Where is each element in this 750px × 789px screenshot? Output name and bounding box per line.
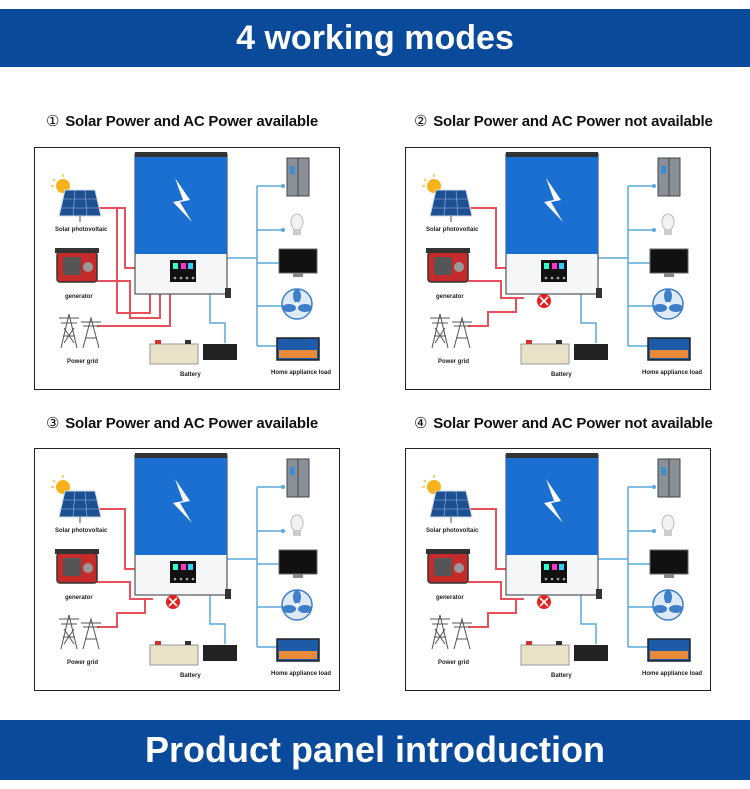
inverter-icon bbox=[134, 453, 231, 599]
generator-icon bbox=[426, 248, 470, 283]
generator-label: generator bbox=[65, 595, 93, 601]
battery-label: Battery bbox=[180, 673, 201, 679]
monitor-icon bbox=[649, 549, 689, 578]
mode-1-diagram: Solar photovoltaic generator Power grid bbox=[34, 147, 340, 390]
generator-label: generator bbox=[436, 294, 464, 300]
bulb-icon bbox=[290, 514, 304, 536]
monitor-icon bbox=[278, 248, 318, 277]
bulb-icon bbox=[661, 213, 675, 235]
header-title: 4 working modes bbox=[236, 18, 514, 57]
power-grid-icon bbox=[430, 313, 472, 349]
power-grid-icon bbox=[430, 614, 472, 650]
mode-4-diagram: Solar photovoltaic generator Power grid bbox=[405, 448, 711, 691]
fridge-icon bbox=[286, 458, 310, 498]
fan-icon bbox=[652, 288, 684, 320]
grid-label: Power grid bbox=[438, 660, 469, 666]
header-banner: 4 working modes bbox=[0, 9, 750, 67]
bulb-icon bbox=[290, 213, 304, 235]
battery-label: Battery bbox=[551, 372, 572, 378]
tv-icon bbox=[647, 337, 691, 361]
battery-label: Battery bbox=[551, 673, 572, 679]
fridge-icon bbox=[657, 157, 681, 197]
inverter-icon bbox=[505, 453, 602, 599]
generator-icon bbox=[55, 248, 99, 283]
solar-label: Solar photovoltaic bbox=[55, 227, 108, 233]
grid-label: Power grid bbox=[67, 359, 98, 365]
load-label: Home appliance load bbox=[271, 370, 331, 376]
fridge-icon bbox=[657, 458, 681, 498]
inverter-icon bbox=[134, 152, 231, 298]
blocked-mark-icon bbox=[537, 595, 551, 609]
tv-icon bbox=[647, 638, 691, 662]
battery-icon bbox=[520, 641, 608, 666]
solar-label: Solar photovoltaic bbox=[426, 528, 479, 534]
footer-title: Product panel introduction bbox=[145, 729, 605, 770]
generator-label: generator bbox=[436, 595, 464, 601]
tv-icon bbox=[276, 337, 320, 361]
tv-icon bbox=[276, 638, 320, 662]
blocked-mark-icon bbox=[166, 595, 180, 609]
blocked-mark-icon bbox=[537, 294, 551, 308]
mode-3-diagram: Solar photovoltaic generator Power grid bbox=[34, 448, 340, 691]
grid-label: Power grid bbox=[67, 660, 98, 666]
battery-label: Battery bbox=[180, 372, 201, 378]
grid-label: Power grid bbox=[438, 359, 469, 365]
power-grid-icon bbox=[59, 313, 101, 349]
mode-2-diagram: Solar photovoltaic generator Power grid bbox=[405, 147, 711, 390]
bulb-icon bbox=[661, 514, 675, 536]
solar-label: Solar photovoltaic bbox=[426, 227, 479, 233]
solar-panel-icon bbox=[422, 475, 473, 523]
battery-icon bbox=[149, 641, 237, 666]
solar-panel-icon bbox=[51, 475, 102, 523]
generator-icon bbox=[55, 549, 99, 584]
fan-icon bbox=[281, 589, 313, 621]
load-label: Home appliance load bbox=[642, 370, 702, 376]
monitor-icon bbox=[278, 549, 318, 578]
solar-panel-icon bbox=[51, 174, 102, 222]
solar-label: Solar photovoltaic bbox=[55, 528, 108, 534]
monitor-icon bbox=[649, 248, 689, 277]
footer-banner: Product panel introduction bbox=[0, 720, 750, 780]
battery-icon bbox=[149, 340, 237, 365]
fan-icon bbox=[652, 589, 684, 621]
fan-icon bbox=[281, 288, 313, 320]
load-label: Home appliance load bbox=[642, 671, 702, 677]
fridge-icon bbox=[286, 157, 310, 197]
inverter-icon bbox=[505, 152, 602, 298]
generator-icon bbox=[426, 549, 470, 584]
solar-panel-icon bbox=[422, 174, 473, 222]
load-label: Home appliance load bbox=[271, 671, 331, 677]
battery-icon bbox=[520, 340, 608, 365]
power-grid-icon bbox=[59, 614, 101, 650]
generator-label: generator bbox=[65, 294, 93, 300]
